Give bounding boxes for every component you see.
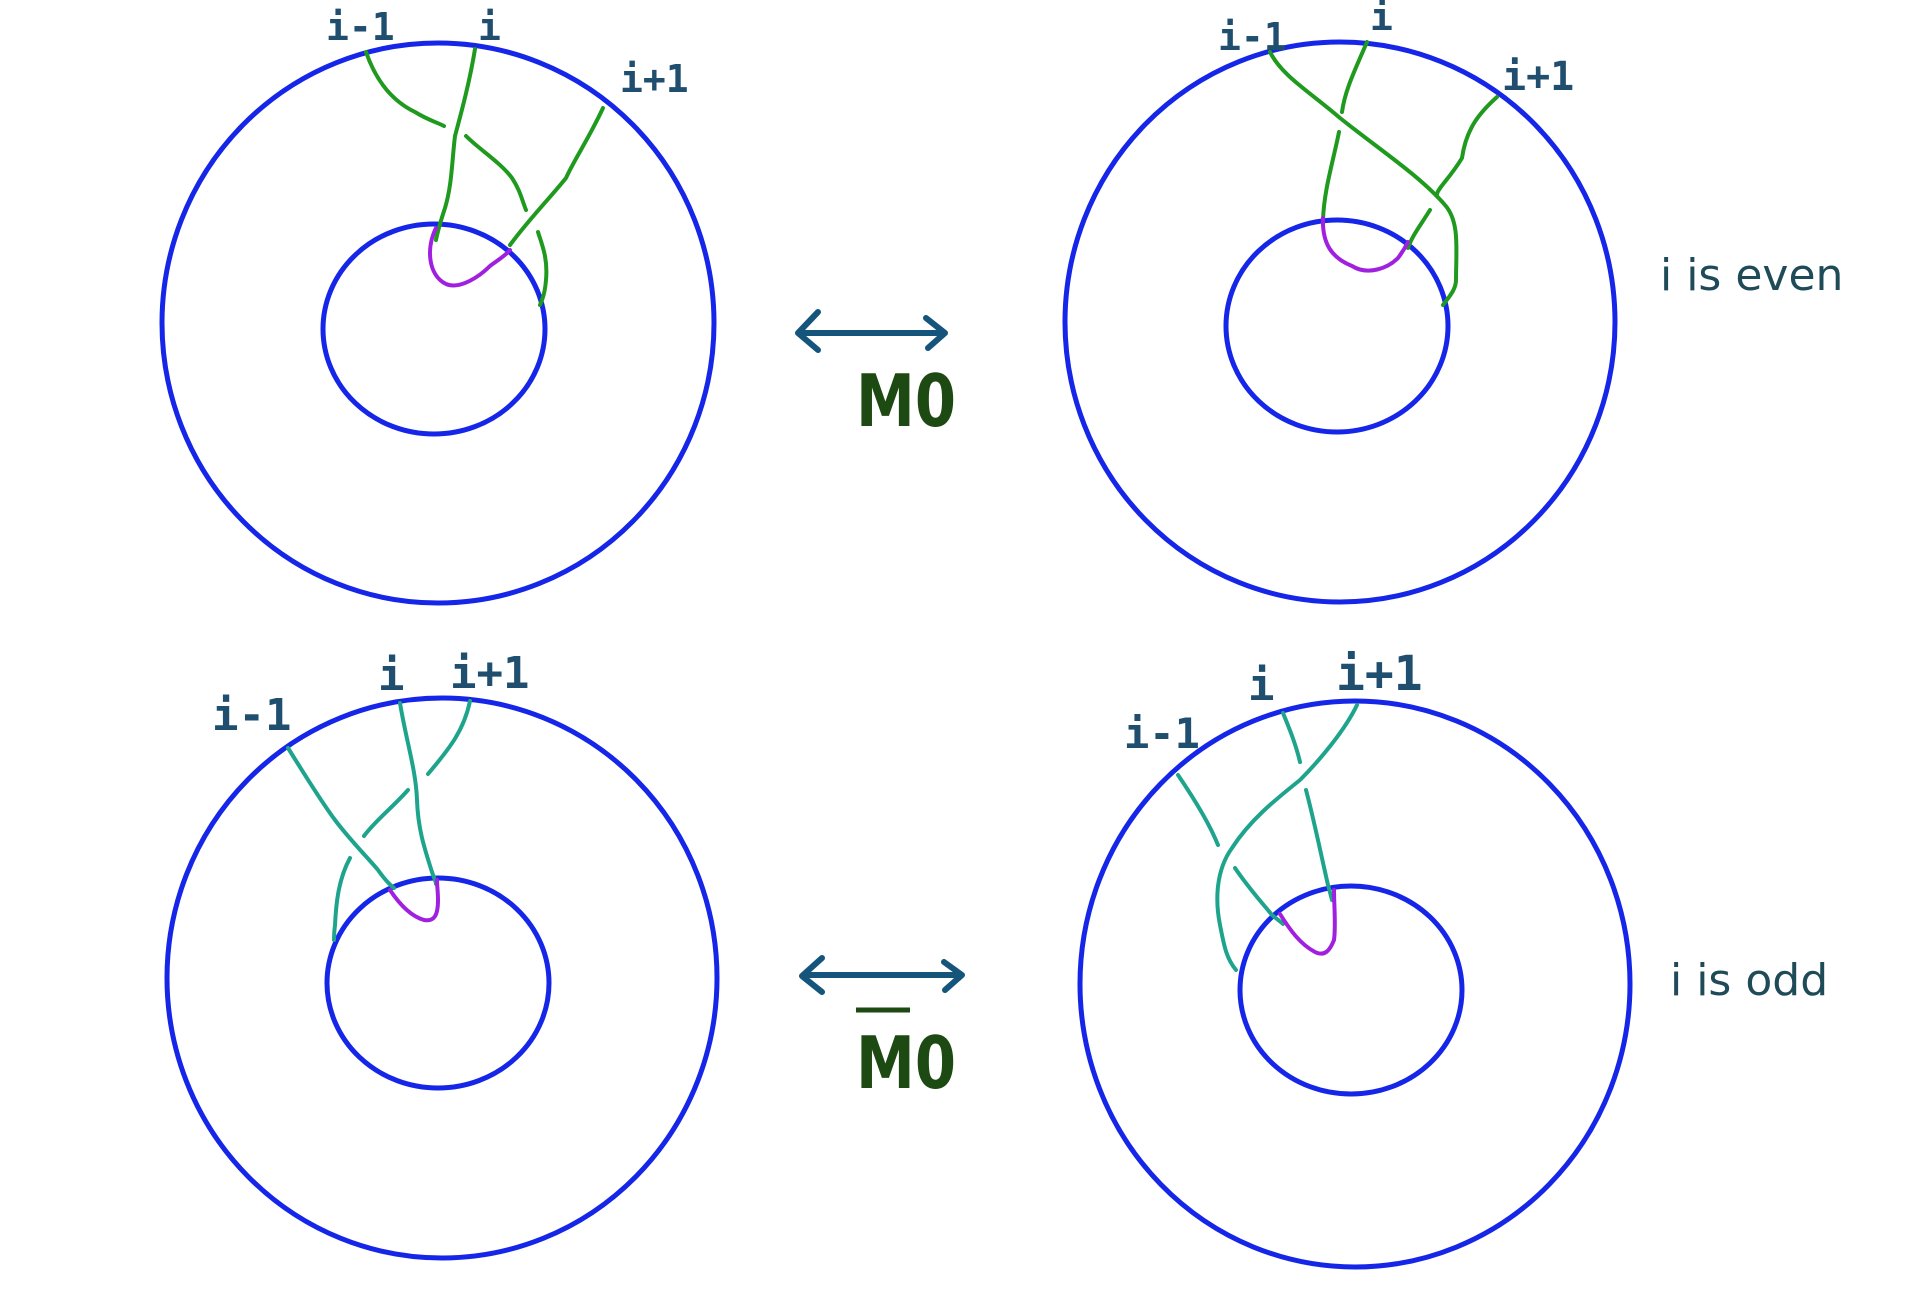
- arc-inner: [1320, 216, 1410, 273]
- label-i-plus-1: i+1: [620, 57, 689, 101]
- strand-i-plus-1-upper: [426, 699, 472, 776]
- note-i-is-even: i is even: [1660, 250, 1843, 301]
- strand-i-plus-1: [1435, 95, 1499, 196]
- strand-i-lower: [1304, 788, 1334, 902]
- annulus-bottom-right: i-1 i i+1: [1077, 646, 1633, 1270]
- strand-i-minus-1: [1176, 773, 1220, 847]
- label-i: i: [1370, 0, 1393, 39]
- inner-circle: [320, 221, 548, 437]
- label-i-minus-1: i-1: [1218, 15, 1287, 59]
- double-arrow-icon: [795, 309, 948, 353]
- arc-inner: [388, 878, 440, 923]
- double-arrow-icon: [799, 955, 965, 995]
- strand-i-plus-1-lower: [1406, 208, 1432, 250]
- label-i-minus-1: i-1: [326, 5, 395, 49]
- strand-i-minus-1: [1268, 50, 1459, 307]
- annulus-bottom-left: i-1 i i+1: [164, 648, 720, 1261]
- operator-m0-bar: M0: [856, 1021, 956, 1105]
- annulus-top-left: i-1 i i+1: [159, 5, 717, 606]
- strand-i: [434, 47, 477, 242]
- label-i-plus-1: i+1: [450, 648, 529, 699]
- inner-circle: [1223, 217, 1451, 435]
- note-i-is-odd: i is odd: [1670, 955, 1828, 1006]
- strand-i-lower: [1321, 130, 1341, 222]
- outer-circle: [159, 40, 717, 606]
- outer-circle: [1062, 39, 1618, 605]
- strand-i-plus-1: [508, 106, 605, 247]
- label-i: i: [478, 5, 501, 49]
- strand-i-plus-1-mid: [362, 788, 410, 838]
- strand-i-plus-1: [1215, 703, 1359, 972]
- arc-inner: [1278, 888, 1337, 956]
- label-i: i: [378, 650, 405, 701]
- move-top: M0: [795, 309, 956, 443]
- strand-i-minus-1: [364, 50, 446, 128]
- strand-right-tail: [536, 230, 549, 307]
- strand-i-overpass: [464, 134, 528, 212]
- arc-inner: [428, 226, 512, 288]
- operator-m0: M0: [856, 359, 956, 443]
- label-i-minus-1: i-1: [212, 690, 291, 741]
- annulus-top-right: i-1 i i+1: [1062, 0, 1618, 605]
- strand-i-minus-1-lower: [1233, 866, 1285, 926]
- label-i-plus-1: i+1: [1336, 646, 1423, 702]
- strand-i: [1281, 711, 1302, 764]
- outer-circle: [1077, 698, 1633, 1270]
- strand-i: [398, 701, 438, 886]
- inner-circle: [1237, 883, 1465, 1097]
- label-i: i: [1248, 660, 1275, 711]
- inner-circle: [324, 875, 552, 1091]
- label-i-minus-1: i-1: [1124, 709, 1200, 758]
- outer-circle: [164, 695, 720, 1261]
- label-i-plus-1: i+1: [1502, 54, 1574, 100]
- strand-left-tail: [332, 856, 352, 942]
- strand-i-minus-1: [286, 746, 396, 890]
- strand-i: [1340, 40, 1369, 114]
- move-bottom: M0: [799, 955, 965, 1105]
